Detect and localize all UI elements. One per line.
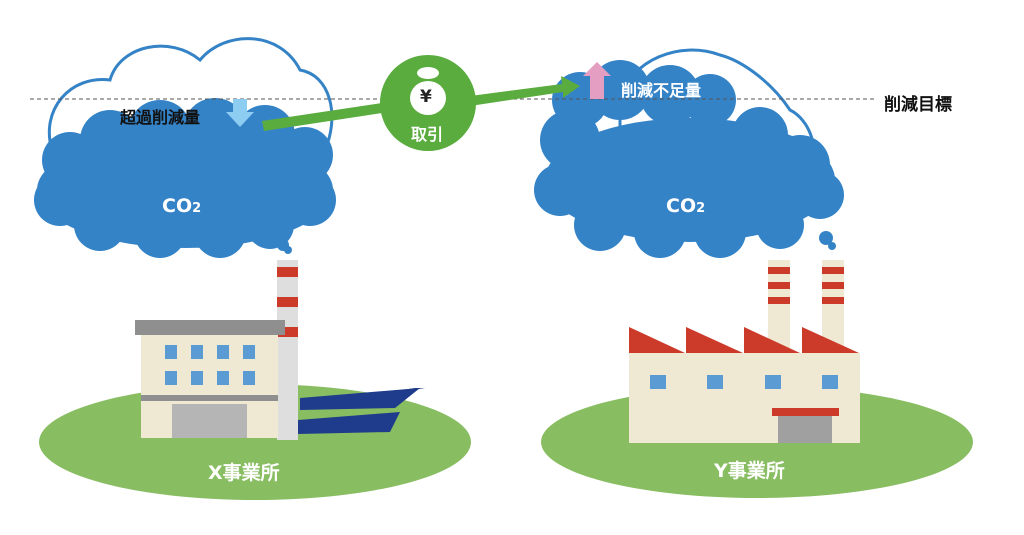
money-bag-icon (410, 67, 446, 115)
reduction-target-label: 削減目標 (884, 95, 952, 115)
site-y-label: Y事業所 (714, 460, 785, 482)
co2-text: CO (666, 195, 697, 217)
factory-y (629, 260, 860, 443)
yen-symbol: ¥ (420, 87, 432, 107)
reduction-shortfall-label: 削減不足量 (621, 81, 702, 100)
excess-reduction-label: 超過削減量 (120, 108, 201, 127)
trade-arrow (262, 101, 395, 131)
up-arrow-icon (583, 62, 611, 99)
trade-arrow-2 (470, 76, 580, 106)
co2-subscript: 2 (696, 201, 706, 216)
solar-panels (298, 388, 425, 434)
co2-text: CO (162, 195, 193, 217)
co2-label-x: CO2 (162, 195, 201, 217)
trade-label: 取引 (411, 125, 444, 144)
factory-x (135, 260, 425, 440)
down-arrow-icon (226, 99, 254, 127)
site-x-label: X事業所 (208, 462, 280, 484)
co2-subscript: 2 (192, 201, 202, 216)
co2-label-y: CO2 (666, 195, 705, 217)
co2-cloud-y (534, 60, 844, 258)
